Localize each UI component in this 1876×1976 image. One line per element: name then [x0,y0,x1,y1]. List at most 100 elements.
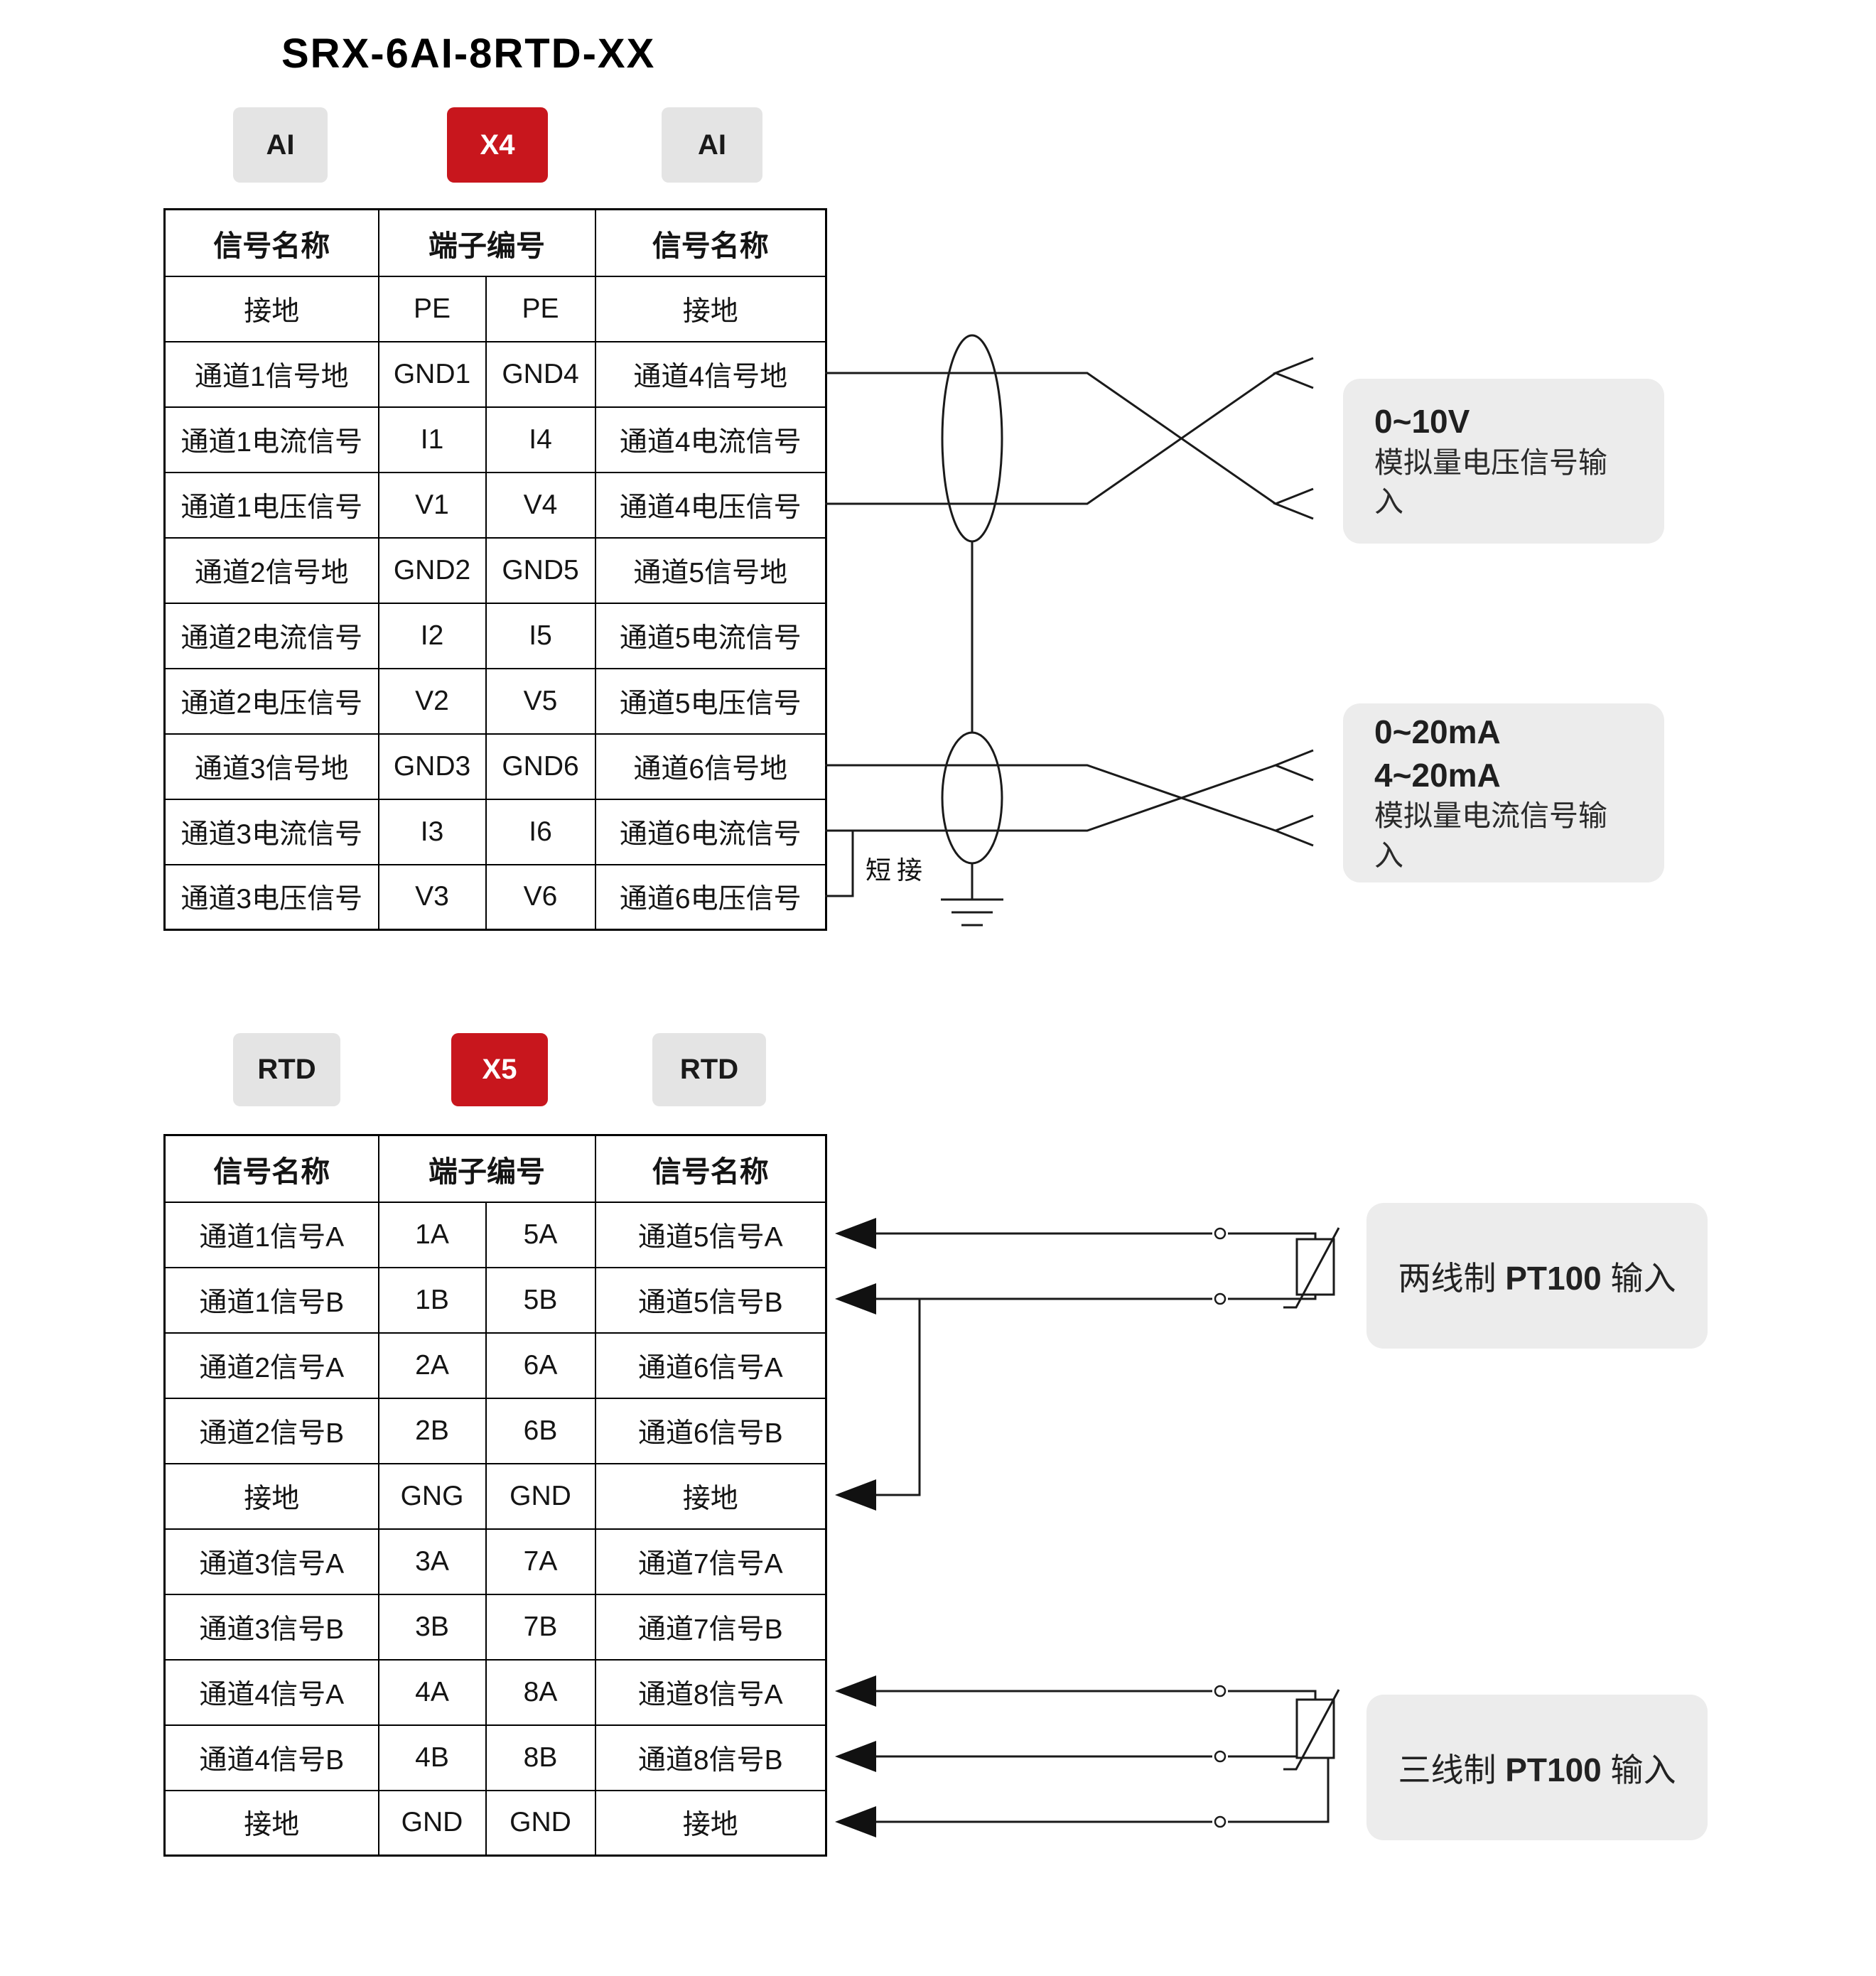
wire-arrow-icon [835,1675,876,1707]
cable-shield-icon [941,334,1003,543]
wire-arrow-icon [835,1283,876,1314]
table-cell: GND [485,1789,596,1857]
note-prefix: 三线制 [1398,1751,1506,1788]
table-cell: GND2 [377,536,487,604]
table-cell: 通道1信号地 [163,340,379,408]
table-cell: 接地 [594,1789,827,1857]
table-cell: 通道6电压信号 [594,863,827,931]
ground-link-wire [876,1299,921,1496]
table-cell: 6A [485,1332,596,1399]
table-cell: 通道1电压信号 [163,471,379,539]
table-cell: 8A [485,1658,596,1726]
table-cell: 通道3电压信号 [163,863,379,931]
voltage-twisted-pair-wire [825,334,1314,543]
table-cell: 通道5电压信号 [594,667,827,735]
table-cell: 1A [377,1201,487,1268]
wire [1228,1755,1309,1758]
table-cell: 通道5信号地 [594,536,827,604]
x5-col-signal-right: 信号名称 [594,1134,827,1203]
table-cell: I2 [377,602,487,669]
x5-header-row: 信号名称 端子编号 信号名称 [163,1134,827,1203]
three-wire-pt100-circuit [835,1675,1340,1837]
current-desc-text: 模拟量电流信号输入 [1374,799,1607,872]
table-cell: GND [377,1789,487,1857]
table-cell: 6B [485,1397,596,1464]
three-wire-pt100-text: 三线制 PT100 输入 [1398,1744,1676,1791]
wire-arrow-icon [835,1218,876,1249]
table-cell: 接地 [163,275,379,342]
wire [825,372,1276,505]
table-cell: 通道2信号B [163,1397,379,1464]
x5-center-badge: X5 [451,1033,548,1106]
x4-col-signal-right: 信号名称 [594,208,827,277]
wire [1228,1690,1317,1700]
table-cell: V3 [377,863,487,931]
table-cell: 通道1信号A [163,1201,379,1268]
x4-right-badge: AI [662,107,762,183]
page-title: SRX-6AI-8RTD-XX [281,31,656,77]
table-cell: 通道1信号B [163,1266,379,1334]
current-range-text-2: 4~20mA [1374,756,1501,794]
table-cell: PE [377,275,487,342]
x4-header-row: 信号名称 端子编号 信号名称 [163,208,827,277]
ground-icon [941,898,1003,927]
note-suffix: 输入 [1601,1259,1676,1297]
table-cell: 通道2电流信号 [163,602,379,669]
table-cell: 通道6信号B [594,1397,827,1464]
open-end-icon [1272,487,1314,520]
table-cell: GND4 [485,340,596,408]
wire [1228,1232,1317,1239]
three-wire-pt100-note: 三线制 PT100 输入 [1366,1695,1708,1840]
voltage-desc-text: 模拟量电压信号输入 [1374,446,1607,519]
x5-right-badge: RTD [652,1033,766,1106]
table-cell: 2A [377,1332,487,1399]
table-cell: 通道3电流信号 [163,798,379,865]
table-cell: V4 [485,471,596,539]
table-cell: 通道7信号B [594,1593,827,1661]
table-cell: 通道4信号A [163,1658,379,1726]
note-suffix: 输入 [1601,1751,1676,1788]
table-cell: V6 [485,863,596,931]
junction-dot-icon [1214,1227,1227,1240]
table-cell: 通道2信号A [163,1332,379,1399]
x4-col-terminal: 端子编号 [377,208,596,277]
table-cell: 通道5信号A [594,1201,827,1268]
two-wire-pt100-text: 两线制 PT100 输入 [1398,1253,1676,1300]
table-cell: 3B [377,1593,487,1661]
x4-col-signal-left: 信号名称 [163,208,379,277]
wire [825,764,1276,832]
x4-center-badge: X4 [447,107,548,183]
junction-dot-icon [1214,1292,1227,1305]
table-cell: 通道3信号A [163,1528,379,1595]
table-cell: I6 [485,798,596,865]
wire-arrow-icon [835,1479,876,1511]
table-cell: 通道8信号B [594,1724,827,1791]
voltage-range-text: 0~10V [1374,403,1470,441]
table-cell: I4 [485,406,596,473]
wire [825,372,1276,505]
current-range-text-1: 0~20mA [1374,713,1501,750]
table-cell: 4B [377,1724,487,1791]
table-cell: 通道4电压信号 [594,471,827,539]
x5-left-badge: RTD [233,1033,340,1106]
table-cell: GND [485,1462,596,1530]
table-cell: V2 [377,667,487,735]
junction-dot-icon [1214,1685,1227,1697]
table-cell: 通道6信号A [594,1332,827,1399]
table-cell: V1 [377,471,487,539]
